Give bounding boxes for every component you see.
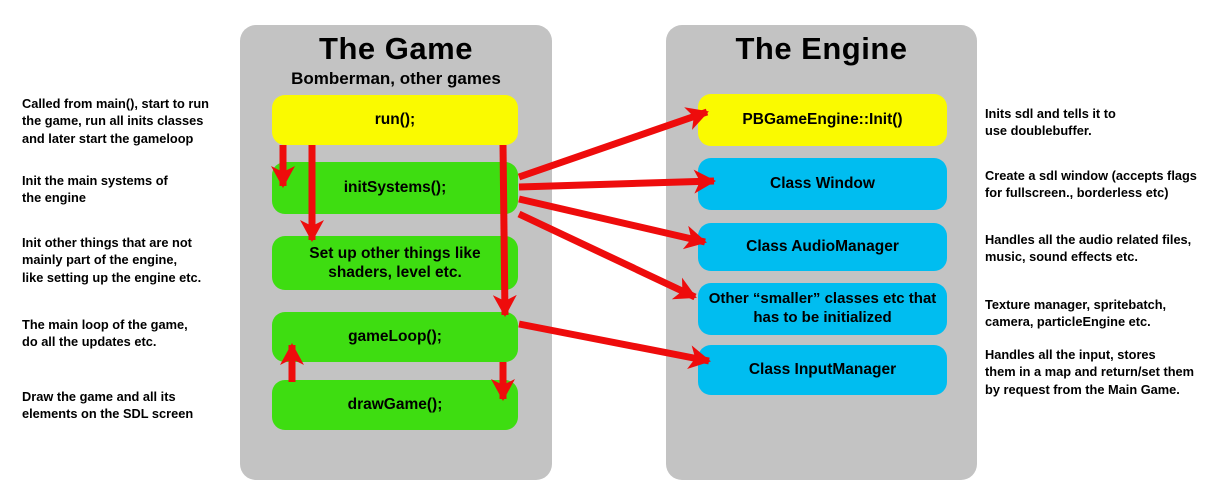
note-setup-other: Init other things that are not mainly pa… bbox=[22, 235, 202, 285]
node-class-window: Class Window bbox=[698, 158, 947, 210]
node-game-loop: gameLoop(); bbox=[272, 312, 518, 362]
note-audiomanager: Handles all the audio related files, mus… bbox=[985, 232, 1192, 265]
note-other-classes: Texture manager, spritebatch, camera, pa… bbox=[985, 297, 1167, 330]
note-inputmanager: Handles all the input, stores them in a … bbox=[985, 347, 1195, 397]
note-run: Called from main(), start to run the gam… bbox=[22, 96, 209, 146]
game-panel-title: The Game bbox=[319, 31, 473, 66]
node-draw-game: drawGame(); bbox=[272, 380, 518, 430]
node-class-audiomanager: Class AudioManager bbox=[698, 223, 947, 271]
node-pbgameengine-init: PBGameEngine::Init() bbox=[698, 94, 947, 146]
note-drawgame: Draw the game and all its elements on th… bbox=[22, 389, 194, 422]
engine-panel-title: The Engine bbox=[735, 31, 908, 66]
note-gameloop: The main loop of the game, do all the up… bbox=[22, 317, 188, 350]
note-initsystems: Init the main systems of the engine bbox=[22, 173, 168, 206]
node-setup-other: Set up other things like shaders, level … bbox=[272, 236, 518, 290]
node-other-smaller-classes: Other “smaller” classes etc that has to … bbox=[698, 283, 947, 335]
node-run: run(); bbox=[272, 95, 518, 145]
node-class-inputmanager: Class InputManager bbox=[698, 345, 947, 395]
game-panel-subtitle: Bomberman, other games bbox=[291, 69, 501, 88]
node-init-systems: initSystems(); bbox=[272, 162, 518, 214]
note-window: Create a sdl window (accepts flags for f… bbox=[985, 168, 1197, 201]
note-pbinit: Inits sdl and tells it to use doublebuff… bbox=[985, 106, 1116, 139]
